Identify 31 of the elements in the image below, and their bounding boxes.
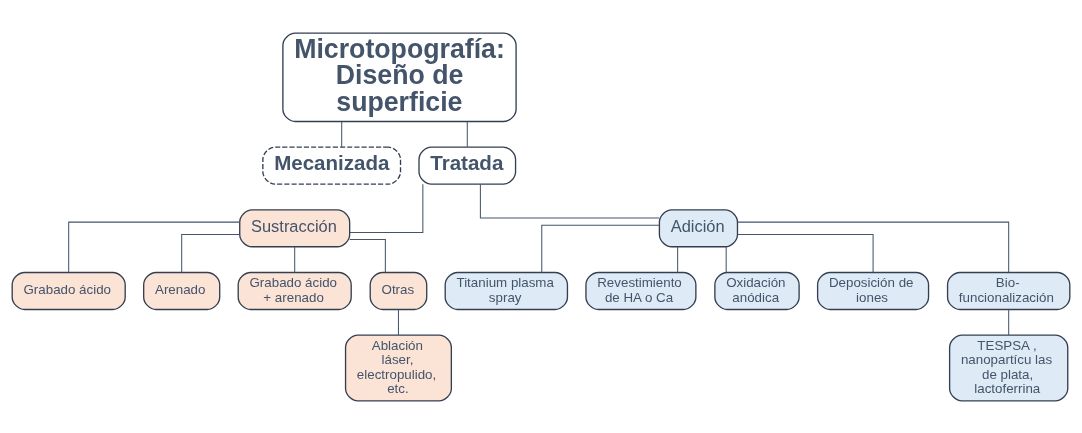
node-box: Bio- funcionalización <box>946 271 1071 310</box>
node-box: Microtopografía: Diseño de superficie <box>282 31 517 122</box>
node-box: Tratada <box>418 145 517 185</box>
connector <box>466 120 468 148</box>
connector <box>397 308 399 336</box>
connector <box>349 238 386 273</box>
node-box: Ablación láser, electropulido, etc. <box>344 333 453 402</box>
connector <box>1008 308 1010 336</box>
node-box: Grabado ácido + arenado <box>237 271 352 310</box>
connector <box>294 246 296 273</box>
node-box: Mecanizada <box>262 145 402 185</box>
node-box: Revestimiento de HA o Ca <box>585 271 697 310</box>
node-box: Oxidación anódica <box>714 271 800 310</box>
connector <box>737 221 1010 273</box>
connector <box>677 246 679 273</box>
node-box: Otras <box>369 271 428 310</box>
node-box: Adición <box>658 208 739 247</box>
connector <box>68 221 241 273</box>
connector <box>479 183 660 219</box>
node-box: Arenado <box>143 271 221 310</box>
node-box: Grabado ácido <box>11 271 126 310</box>
connector <box>541 224 660 273</box>
node-box: Sustracción <box>239 208 351 247</box>
node-box: Titanium plasma spray <box>444 271 569 310</box>
connector <box>181 233 241 273</box>
connector <box>341 120 343 148</box>
connector <box>349 183 424 233</box>
node-box: Deposición de iones <box>816 271 930 310</box>
connector <box>725 246 727 273</box>
connector <box>737 233 874 273</box>
node-box: TESPSA , nanopartícu las de plata, lactoferrina <box>948 333 1069 402</box>
